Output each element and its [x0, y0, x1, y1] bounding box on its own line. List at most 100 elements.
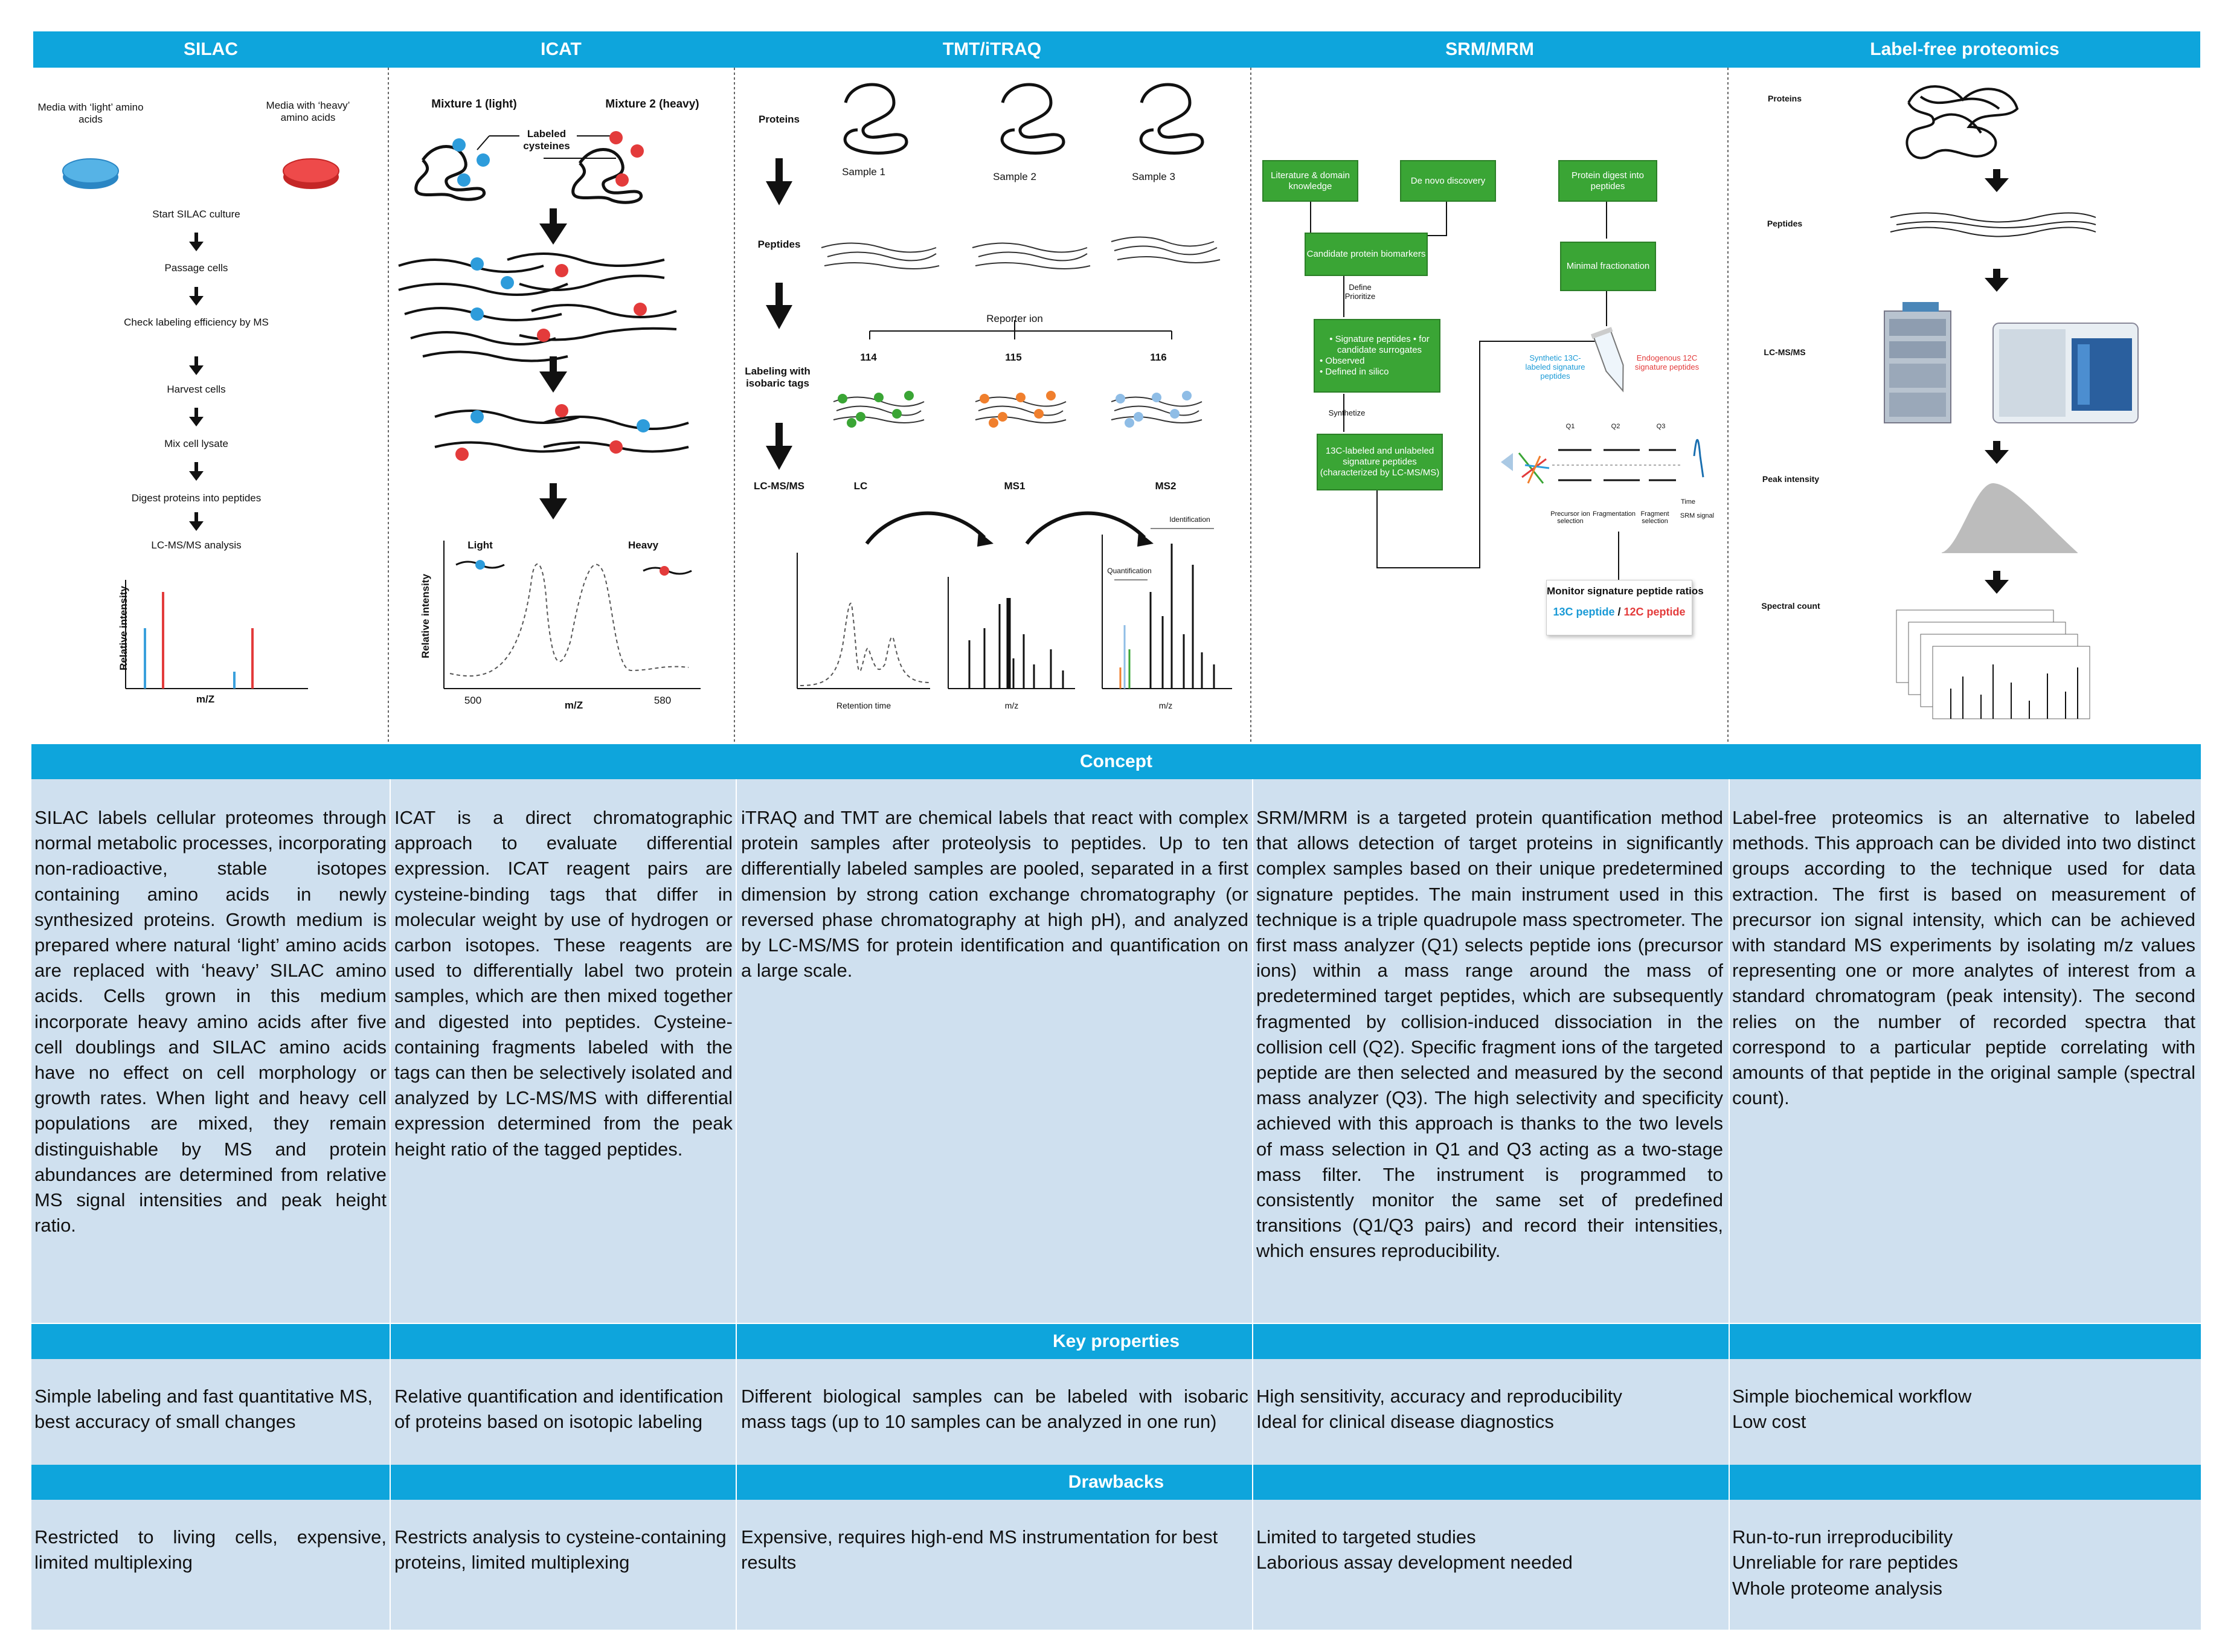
- header-icat: ICAT: [388, 31, 734, 68]
- drawback-item: Expensive, requires high-end MS instrume…: [741, 1526, 1218, 1573]
- concept-panel: [31, 779, 2201, 1323]
- header-lf: Label-free proteomics: [1729, 31, 2200, 68]
- tmt-sample-label: Sample 3: [1132, 171, 1175, 182]
- silac-step: Passage cells: [164, 262, 228, 274]
- icat-labeled-cysteines-label: Labeled cysteines: [523, 128, 570, 152]
- srm-fragmentation-label: Fragmentation: [1593, 510, 1636, 518]
- srm-monitor-label: Monitor signature peptide ratios: [1547, 585, 1704, 597]
- tmt-reporter-114: 114: [860, 352, 877, 363]
- lf-lcms-label: LC-MS/MS: [1764, 347, 1806, 357]
- tmt-sample-label: Sample 1: [842, 166, 885, 178]
- srm-define-label: Define Prioritize: [1344, 283, 1376, 301]
- lf-proteins-label: Proteins: [1767, 94, 1802, 103]
- header-srm: SRM/MRM: [1250, 31, 1729, 68]
- key-item: Low cost: [1732, 1411, 1806, 1433]
- header-band: SILAC ICAT TMT/iTRAQ SRM/MRM Label-free …: [33, 31, 2200, 68]
- key-item: Simple biochemical workflow: [1732, 1386, 1972, 1407]
- lf-peptides-label: Peptides: [1767, 219, 1803, 228]
- srm-ratio-c13: 13C peptide: [1553, 606, 1615, 618]
- key-item: Relative quantification and identificati…: [394, 1386, 724, 1433]
- silac-heavy-media-label: Media with ‘heavy’ amino acids: [266, 100, 350, 123]
- drawbacks-panel: [31, 1500, 2201, 1630]
- srm-denovo-box: De novo discovery: [1400, 160, 1496, 202]
- column-title-icat: ICAT: [541, 39, 582, 59]
- key-item: Simple labeling and fast quantitative MS…: [34, 1386, 373, 1433]
- srm-ratio-c12: 12C peptide: [1623, 606, 1686, 618]
- key-item: High sensitivity, accuracy and reproduci…: [1256, 1386, 1622, 1407]
- srm-observed-text: • Observed: [1320, 356, 1365, 366]
- tmt-labeling-label: Labeling with isobaric tags: [745, 365, 811, 389]
- silac-xlabel: m/Z: [196, 693, 215, 705]
- header-tmt: TMT/iTRAQ: [734, 31, 1250, 68]
- key-properties-band: Key properties: [31, 1324, 2201, 1359]
- column-title-silac: SILAC: [184, 39, 238, 59]
- icat-mix2-label: Mixture 2 (heavy): [605, 98, 699, 111]
- drawback-item: Restricted to living cells, expensive, l…: [34, 1526, 387, 1573]
- tmt-lc-label: LC: [853, 480, 868, 492]
- silac-step: Digest proteins into peptides: [131, 492, 262, 504]
- srm-defined-text: • Defined in silico: [1320, 367, 1389, 377]
- silac-light-media-label: Media with ‘light’ amino acids: [37, 101, 144, 125]
- tmt-retention-label: Retention time: [836, 701, 891, 710]
- divider: [1727, 68, 1729, 744]
- srm-ratio: 13C peptide / 12C peptide: [1547, 606, 1692, 619]
- lf-spectral-label: Spectral count: [1761, 601, 1820, 611]
- key-silac: Simple labeling and fast quantitative MS…: [34, 1384, 391, 1435]
- srm-q1-label: Q1: [1565, 423, 1575, 430]
- srm-quadrupole-diagram: [1501, 439, 1704, 484]
- srm-tube-icon: [1590, 327, 1624, 393]
- key-icat: Relative quantification and identificati…: [394, 1384, 733, 1435]
- concept-tmt: iTRAQ and TMT are chemical labels that r…: [741, 807, 1248, 982]
- tmt-ms1-label: MS1: [1004, 480, 1026, 492]
- srm-c13-box: 13C-labeled and unlabeled signature pept…: [1317, 434, 1443, 490]
- column-divider: [390, 779, 391, 1630]
- srm-signature-box: • Signature peptides • for candidate sur…: [1314, 319, 1440, 393]
- drawback-item: Limited to targeted studies: [1256, 1526, 1476, 1548]
- drawback-item: Run-to-run irreproducibility: [1732, 1526, 1953, 1548]
- icat-x500: 500: [464, 695, 482, 706]
- column-divider: [1252, 779, 1253, 1630]
- icat-xlabel: m/Z: [564, 699, 583, 711]
- drawback-item: Whole proteome analysis: [1732, 1577, 1943, 1599]
- icat-heavy-label: Heavy: [628, 539, 659, 551]
- tmt-identification-label: Identification: [1169, 515, 1210, 524]
- petri-dish-light-icon: [62, 158, 119, 189]
- tmt-reporter-115: 115: [1005, 352, 1022, 363]
- srm-precursor-label: Precursor ion selection: [1550, 510, 1590, 525]
- lf-peak-label: Peak intensity: [1762, 474, 1820, 484]
- srm-digest-box: Protein digest into peptides: [1558, 160, 1657, 202]
- column-title-tmt: TMT/iTRAQ: [942, 39, 1042, 59]
- tmt-quantification-label: Quantification: [1107, 567, 1152, 575]
- icat-light-label: Light: [467, 539, 493, 551]
- column-divider: [1729, 779, 1730, 1630]
- key-item: Ideal for clinical disease diagnostics: [1256, 1411, 1554, 1433]
- tmt-proteins-label: Proteins: [758, 114, 800, 125]
- srm-q2-label: Q2: [1611, 423, 1620, 430]
- drawbacks-band: Drawbacks: [31, 1465, 2201, 1500]
- tmt-sample-label: Sample 2: [993, 171, 1036, 182]
- key-tmt: Different biological samples can be labe…: [741, 1384, 1248, 1435]
- concept-title: Concept: [1080, 751, 1152, 771]
- tmt-mz1-label: m/z: [1004, 701, 1019, 710]
- tmt-reporter-116: 116: [1150, 352, 1167, 363]
- silac-step: Check labeling efficiency by MS: [124, 317, 269, 328]
- divider: [388, 68, 389, 744]
- drawback-icat: Restricts analysis to cysteine-containin…: [394, 1525, 733, 1576]
- srm-fragment-label: Fragment selection: [1640, 510, 1669, 525]
- concept-icat: ICAT is a direct chromatographic approac…: [394, 807, 733, 1160]
- silac-step: Start SILAC culture: [152, 208, 240, 220]
- drawback-item: Restricts analysis to cysteine-containin…: [394, 1526, 727, 1573]
- concept-silac: SILAC labels cellular proteomes through …: [34, 807, 387, 1236]
- tmt-lcms-label: LC-MS/MS: [753, 480, 805, 492]
- key-properties-title: Key properties: [1052, 1331, 1180, 1351]
- srm-ratio-slash: /: [1614, 606, 1624, 618]
- silac-step: LC-MS/MS analysis: [151, 539, 242, 551]
- srm-signature-text: • Signature peptides • for candidate sur…: [1329, 334, 1430, 355]
- srm-srmsignal-label: SRM signal: [1680, 512, 1715, 519]
- tmt-mz2-label: m/z: [1158, 701, 1173, 710]
